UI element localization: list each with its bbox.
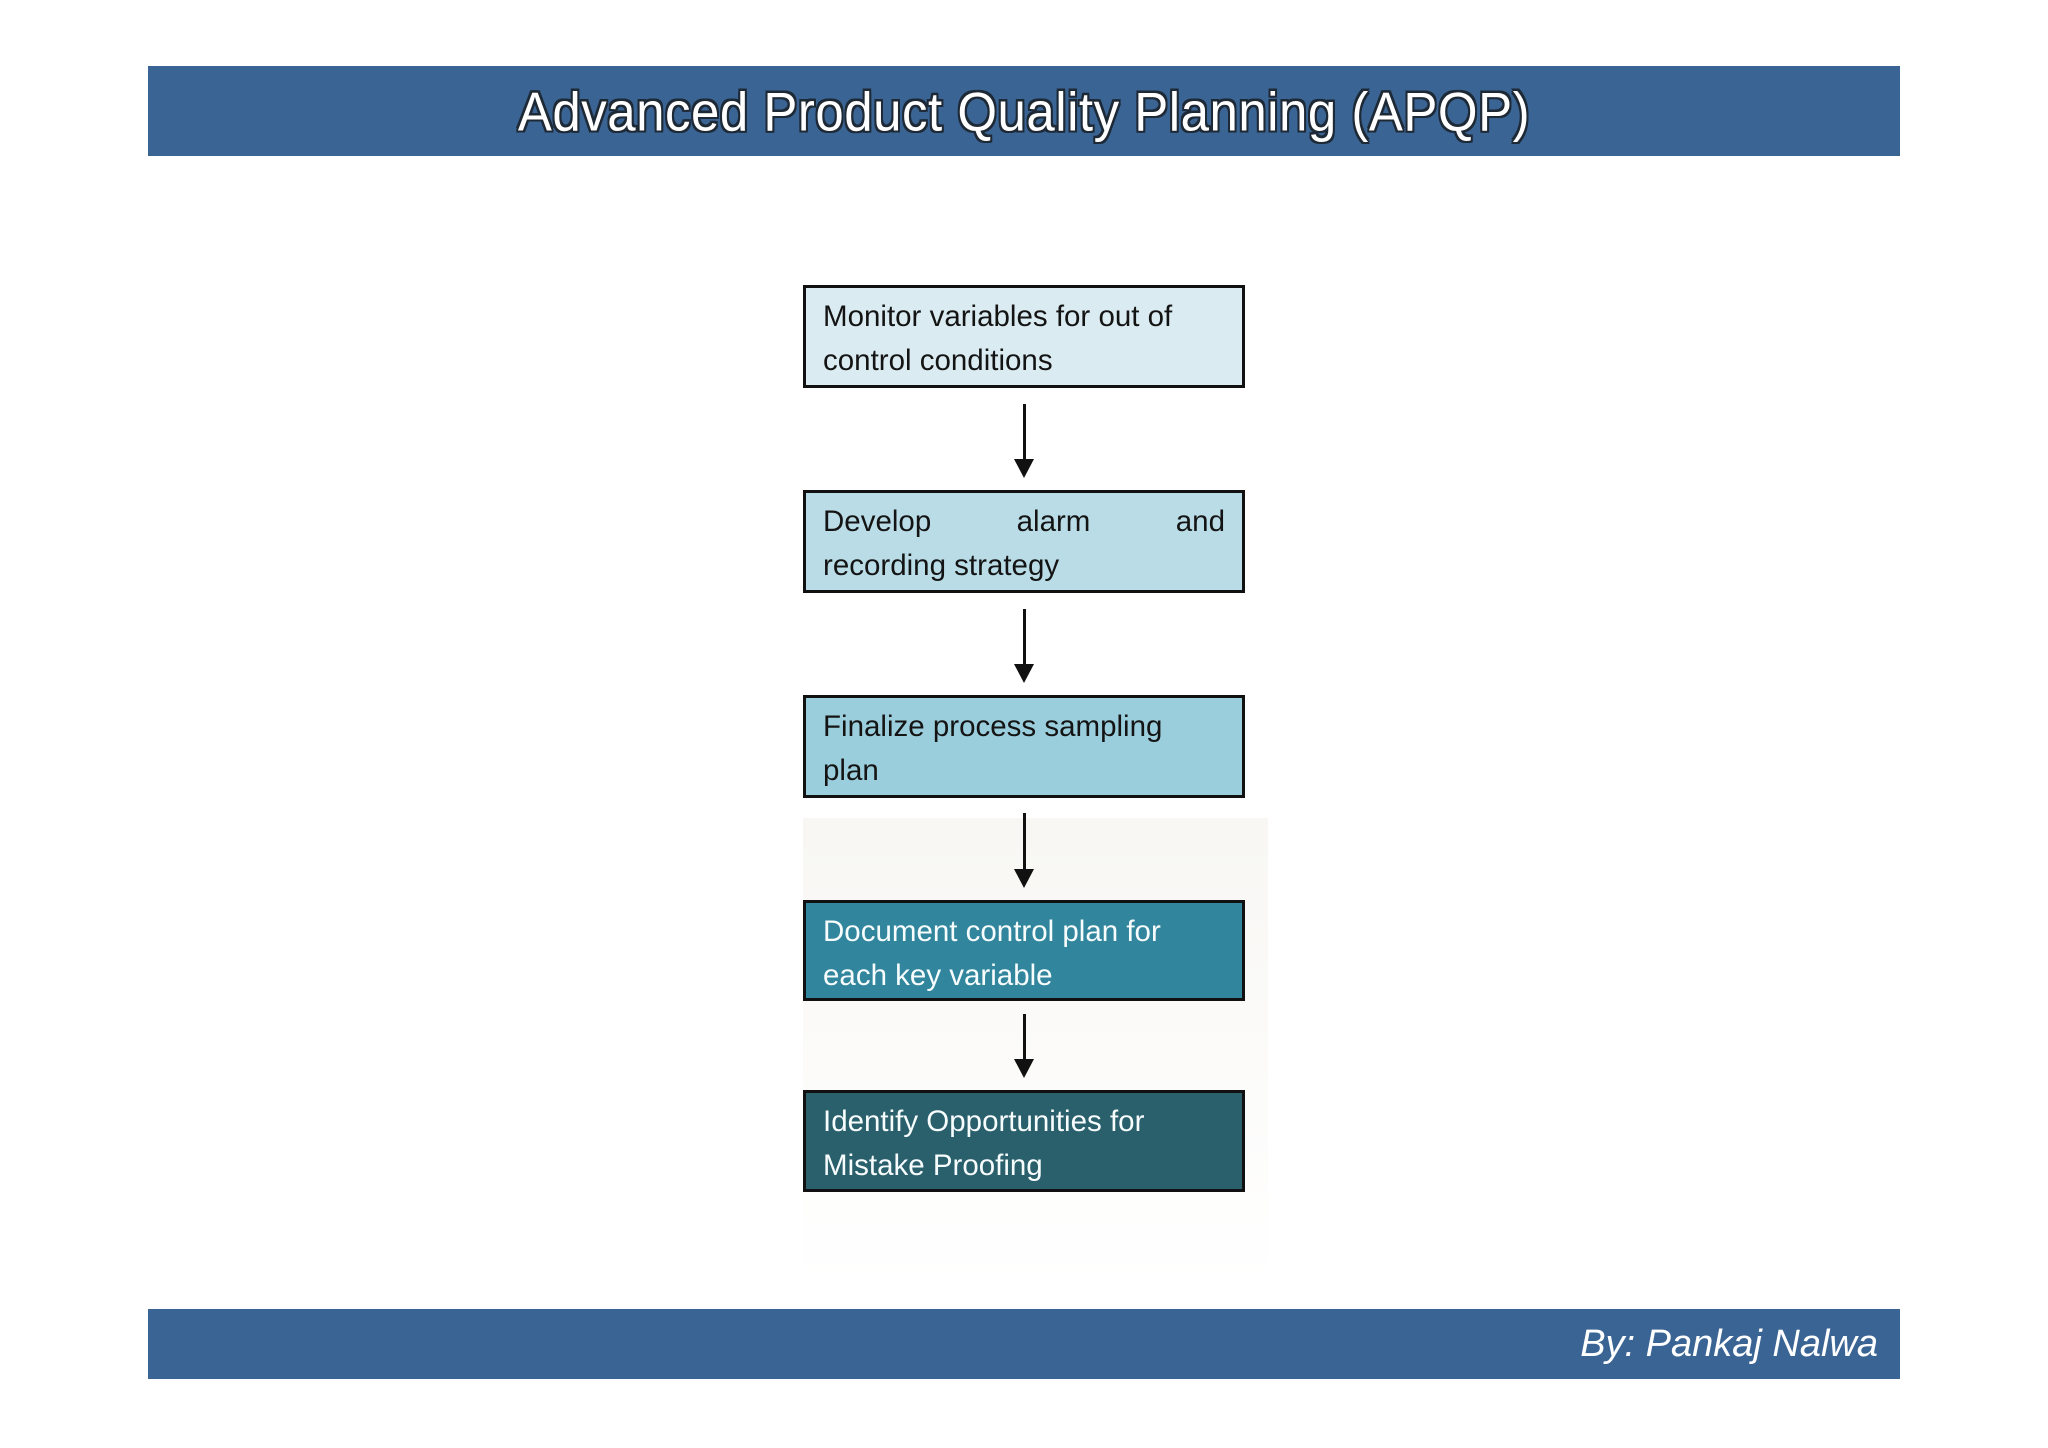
flow-step-1: Monitor variables for out of control con… xyxy=(803,285,1245,388)
arrow-line xyxy=(1022,813,1026,869)
flow-step-2-line-2: recording strategy xyxy=(823,549,1060,582)
flow-step-5-label: Identify Opportunities for Mistake Proof… xyxy=(823,1105,1145,1182)
flow-step-5: Identify Opportunities for Mistake Proof… xyxy=(803,1090,1245,1192)
word: and xyxy=(1175,505,1225,538)
flow-step-1-label: Monitor variables for out of control con… xyxy=(823,300,1173,377)
down-arrow-1 xyxy=(1013,404,1035,478)
arrow-line xyxy=(1022,404,1026,459)
flow-step-2: Develop alarm and recording strategy xyxy=(803,490,1245,593)
title-bar: Advanced Product Quality Planning (APQP) xyxy=(148,66,1900,156)
page-title: Advanced Product Quality Planning (APQP) xyxy=(517,80,1531,142)
flow-step-3: Finalize process sampling plan xyxy=(803,695,1245,798)
down-arrow-3 xyxy=(1013,813,1035,888)
word: Develop xyxy=(823,505,932,538)
flow-step-2-label: Develop alarm and recording strategy xyxy=(823,500,1225,588)
arrow-head-icon xyxy=(1014,664,1034,683)
flow-step-2-line-1: Develop alarm and xyxy=(823,500,1225,544)
arrow-head-icon xyxy=(1014,459,1034,478)
flow-step-4-label: Document control plan for each key varia… xyxy=(823,915,1161,992)
word: alarm xyxy=(1016,505,1091,538)
down-arrow-4 xyxy=(1013,1014,1035,1078)
arrow-head-icon xyxy=(1014,869,1034,888)
down-arrow-2 xyxy=(1013,609,1035,683)
background-shade xyxy=(803,818,1268,1285)
flow-step-4: Document control plan for each key varia… xyxy=(803,900,1245,1001)
arrow-line xyxy=(1022,609,1026,664)
arrow-line xyxy=(1022,1014,1026,1059)
arrow-head-icon xyxy=(1014,1059,1034,1078)
footer-bar: By: Pankaj Nalwa xyxy=(148,1309,1900,1379)
flow-step-3-label: Finalize process sampling plan xyxy=(823,710,1163,787)
author-credit: By: Pankaj Nalwa xyxy=(1580,1322,1878,1365)
